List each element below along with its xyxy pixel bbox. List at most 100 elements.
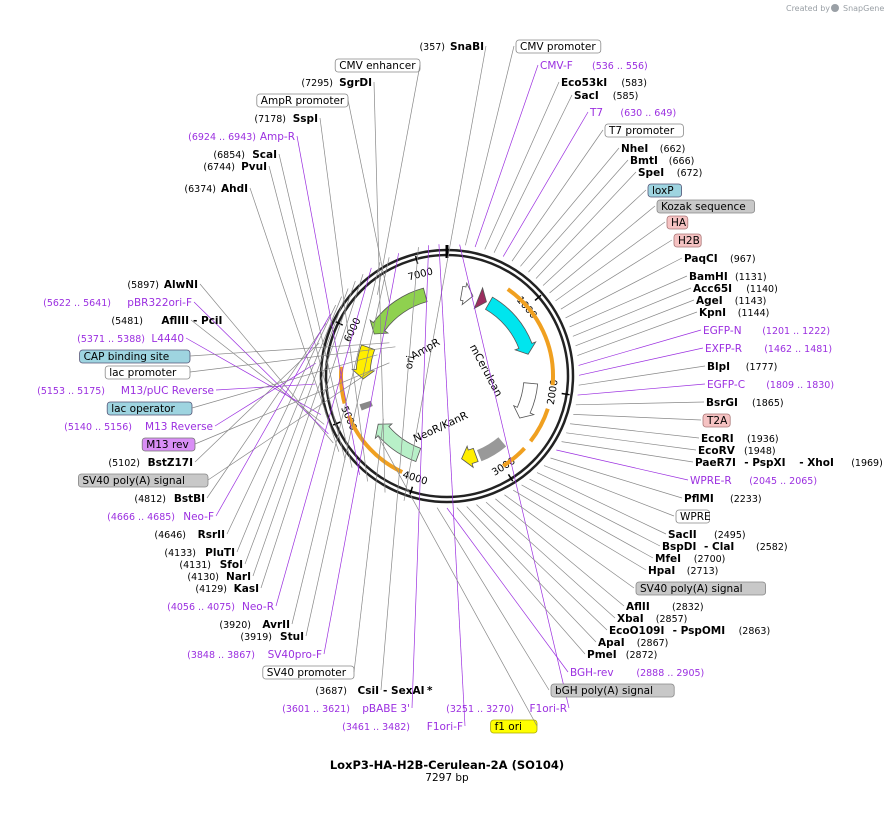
leader-line (569, 275, 688, 328)
m13rev-label-box (141, 437, 196, 452)
lacprom-label: lac promoter (109, 367, 177, 379)
wpre-label: WPRE (680, 511, 711, 523)
paer7i-position: (1969) (851, 458, 883, 469)
f1ori-r-position: (3251 .. 3270) (446, 704, 514, 715)
leader-line (373, 81, 386, 493)
snabi-position: (357) (419, 42, 445, 53)
paer7i-label-2: - PspXI (744, 457, 785, 469)
ring-tick (534, 294, 542, 301)
f1ori-r-label: F1ori-R (530, 703, 567, 715)
f1ori-label: f1 ori (495, 721, 522, 733)
cmv-f-position: (536 .. 556) (592, 61, 648, 72)
leader-line (577, 383, 706, 396)
egfp-c-position: (1809 .. 1830) (766, 380, 834, 391)
leader-line (459, 244, 570, 709)
snapgene-brand: SnapGene (843, 4, 884, 13)
bgh-rev-label: BGH-rev (570, 667, 614, 679)
eco53ki-position: (583) (621, 78, 647, 89)
snabi-label: SnaBI (450, 41, 484, 53)
leader-line (278, 153, 353, 468)
leader-line (575, 299, 695, 347)
hpai-position: (2713) (687, 566, 719, 577)
feature-arc-orange (502, 446, 526, 468)
paer7i-label: PaeR7I (695, 457, 736, 469)
csii-label: CsiI (358, 685, 379, 697)
ecorv-position: (1948) (744, 446, 776, 457)
ring-tick-label: 4000 (401, 470, 429, 488)
leader-line (577, 311, 698, 356)
leader-line (260, 274, 364, 589)
afliii-position: (5481) (111, 316, 143, 327)
t7-position: (630 .. 649) (620, 108, 676, 119)
ampr-prom-label: AmpR promoter (261, 95, 345, 107)
leader-line (556, 449, 689, 481)
alwni-label: AlwNI (164, 279, 198, 291)
cap-label: CAP binding site (84, 351, 170, 363)
bstbi-position: (4812) (134, 494, 166, 505)
paer7i-label-3: - XhoI (799, 457, 834, 469)
egfp-n-position: (1201 .. 1222) (762, 326, 830, 337)
leader-line (411, 245, 429, 709)
sv40pa-l-label: SV40 poly(A) signal (82, 475, 185, 487)
nari-label: NarI (226, 571, 251, 583)
feature-label: mCerulean (467, 342, 505, 398)
leader-line (456, 507, 586, 655)
bstz17i-position: (5102) (108, 458, 140, 469)
leader-line (291, 262, 381, 625)
neor-arrow-icon (374, 423, 422, 463)
leader-line (244, 288, 349, 565)
afliii-label-2: - PciI (193, 315, 222, 327)
cmv-f-label: CMV-F (540, 60, 573, 72)
neo-r-position: (4056 .. 4075) (167, 602, 235, 613)
leader-line (521, 484, 654, 559)
sv40prom-label-box (262, 665, 355, 680)
ring-tick (507, 473, 514, 482)
sv40prom-label: SV40 promoter (267, 667, 347, 679)
ring-tick-label: 7000 (407, 266, 434, 283)
sv40pro-f-label: SV40pro-F (268, 649, 322, 661)
leader-line (543, 465, 675, 517)
kozak-label: Kozak sequence (661, 201, 746, 213)
sgrdi-label: SgrDI (339, 77, 372, 89)
spei-label: SpeI (638, 167, 664, 179)
bamhi-position: (1131) (735, 272, 767, 283)
leader-line (305, 257, 390, 637)
m13rev-p-position: (5140 .. 5156) (64, 422, 132, 433)
paqci-position: (967) (730, 254, 756, 265)
avrii-label: AvrII (262, 619, 290, 631)
bstz17i-label: BstZ17I (148, 457, 193, 469)
leader-line (353, 418, 384, 673)
kpni-position: (1144) (738, 308, 770, 319)
h2b-arrow-icon (473, 286, 487, 310)
leader-line (575, 401, 705, 406)
bsrgi-label: BsrGI (706, 397, 738, 409)
alwni-position: (5897) (127, 280, 159, 291)
h2b-label-box (673, 233, 702, 248)
xbai-position: (2857) (656, 614, 688, 625)
leader-line (484, 81, 560, 250)
bspdi-position: (2582) (756, 542, 788, 553)
t2a-label: T2A (706, 415, 728, 427)
leader-line (323, 253, 399, 655)
leader-line (520, 147, 620, 267)
ring-tick (335, 320, 344, 326)
bgh-rev-position: (2888 .. 2905) (636, 668, 704, 679)
saci-position: (585) (613, 91, 639, 102)
leader-line (446, 507, 569, 673)
cmvprom-label-box (515, 39, 602, 54)
m13puc-position: (5153 .. 5175) (37, 386, 105, 397)
spei-position: (672) (677, 168, 703, 179)
m13rev-p-label: M13 Reverse (145, 421, 213, 433)
leader-line (194, 342, 320, 463)
map-title: LoxP3-HA-H2B-Cerulean-2A (SO104) (330, 758, 564, 772)
afliii-label: AflIII (161, 315, 189, 327)
neo-r-label: Neo-R (242, 601, 274, 613)
afliii-r-position: (2832) (672, 602, 704, 613)
egfp-n-label: EGFP-N (703, 325, 742, 337)
leader-line (215, 313, 331, 517)
leader-line (542, 189, 647, 286)
sgrdi-position: (7295) (301, 78, 333, 89)
paqci-label: PaqCI (684, 253, 718, 265)
t7-label: T7 (589, 107, 603, 119)
